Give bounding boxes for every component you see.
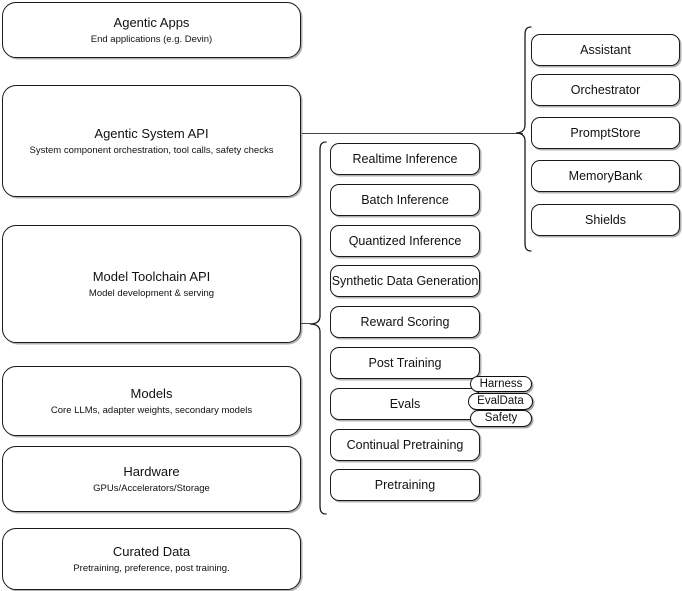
layer-title: Models [130, 385, 173, 401]
system-component-box-memorybank[interactable]: MemoryBank [531, 160, 680, 192]
capability-box-pretraining[interactable]: Pretraining [330, 469, 480, 501]
system-component-box-shields[interactable]: Shields [531, 204, 680, 236]
eval-pill-label: Safety [484, 412, 518, 424]
system-component-box-assistant[interactable]: Assistant [531, 34, 680, 66]
capability-label: Synthetic Data Generation [331, 273, 479, 288]
layer-title: Model Toolchain API [92, 268, 211, 284]
connector-line-toolchain-api [301, 323, 311, 324]
layer-title: Agentic System API [94, 125, 209, 141]
layer-title: Curated Data [112, 543, 191, 559]
capability-label: Post Training [368, 355, 442, 370]
capability-box-continual-pretraining[interactable]: Continual Pretraining [330, 429, 480, 461]
capability-box-evals[interactable]: Evals [330, 388, 480, 420]
eval-pill-harness[interactable]: Harness [470, 376, 532, 392]
capability-box-reward-scoring[interactable]: Reward Scoring [330, 306, 480, 338]
layer-title: Agentic Apps [113, 14, 190, 30]
layer-subtitle: Pretraining, preference, post training. [73, 562, 230, 574]
capability-box-synthetic-data-generation[interactable]: Synthetic Data Generation [330, 265, 480, 297]
system-component-label: PromptStore [570, 125, 641, 140]
system-component-label: Shields [585, 212, 626, 227]
eval-pill-label: EvalData [477, 395, 524, 407]
layer-title: Hardware [123, 463, 180, 479]
capability-box-post-training[interactable]: Post Training [330, 347, 480, 379]
bracket-toolchain-capabilities [306, 141, 328, 515]
system-component-label: Assistant [580, 42, 631, 57]
layer-subtitle: System component orchestration, tool cal… [29, 144, 274, 156]
eval-pill-evaldata[interactable]: EvalData [468, 393, 533, 410]
capability-box-quantized-inference[interactable]: Quantized Inference [330, 225, 480, 257]
connector-line-system-api [302, 133, 523, 134]
capability-box-realtime-inference[interactable]: Realtime Inference [330, 143, 480, 175]
layer-box-models[interactable]: Models Core LLMs, adapter weights, secon… [2, 366, 301, 436]
capability-label: Quantized Inference [348, 233, 462, 248]
layer-subtitle: Core LLMs, adapter weights, secondary mo… [50, 404, 253, 416]
capability-label: Pretraining [374, 477, 436, 492]
layer-subtitle: GPUs/Accelerators/Storage [93, 482, 210, 494]
layer-subtitle: Model development & serving [88, 287, 215, 299]
eval-pill-label: Harness [479, 377, 523, 390]
capability-label: Batch Inference [361, 192, 449, 207]
layer-box-model-toolchain-api[interactable]: Model Toolchain API Model development & … [2, 225, 301, 343]
layer-box-agentic-apps[interactable]: Agentic Apps End applications (e.g. Devi… [2, 2, 301, 58]
layer-box-hardware[interactable]: Hardware GPUs/Accelerators/Storage [2, 446, 301, 512]
capability-label: Continual Pretraining [346, 437, 464, 452]
capability-box-batch-inference[interactable]: Batch Inference [330, 184, 480, 216]
system-component-label: MemoryBank [568, 168, 643, 183]
layer-subtitle: End applications (e.g. Devin) [90, 33, 213, 45]
system-component-box-orchestrator[interactable]: Orchestrator [531, 74, 680, 106]
capability-label: Realtime Inference [352, 151, 458, 166]
system-component-label: Orchestrator [570, 82, 641, 97]
capability-label: Evals [389, 396, 421, 411]
eval-pill-safety[interactable]: Safety [470, 410, 532, 427]
capability-label: Reward Scoring [360, 314, 450, 329]
layer-box-curated-data[interactable]: Curated Data Pretraining, preference, po… [2, 528, 301, 590]
layer-box-agentic-system-api[interactable]: Agentic System API System component orch… [2, 85, 301, 197]
system-component-box-promptstore[interactable]: PromptStore [531, 117, 680, 149]
